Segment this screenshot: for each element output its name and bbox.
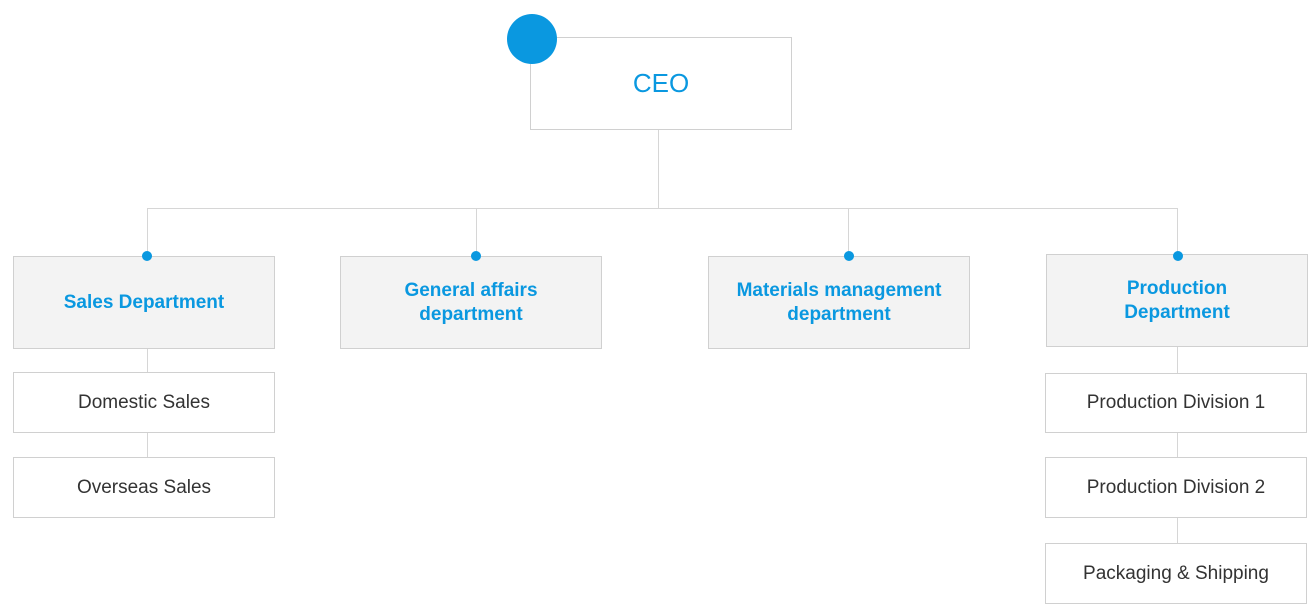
- sales-connector: [147, 208, 148, 256]
- general-affairs-department-label: General affairs department: [404, 279, 538, 325]
- general-affairs-department-node: General affairs department: [340, 256, 602, 349]
- materials-management-department-dot: [844, 251, 854, 261]
- ceo-node: CEO: [530, 37, 792, 130]
- overseas-sales-label: Overseas Sales: [76, 476, 212, 498]
- sales-sub-connector-2: [147, 432, 148, 458]
- sales-sub-connector-1: [147, 348, 148, 373]
- packaging-shipping-label: Packaging & Shipping: [1083, 562, 1269, 584]
- ceo-connector: [658, 129, 659, 209]
- domestic-sales-node: Domestic Sales: [13, 372, 275, 433]
- ceo-label: CEO: [632, 68, 690, 98]
- production-department-dot: [1173, 251, 1183, 261]
- sales-department-dot: [142, 251, 152, 261]
- production-division-2-label: Production Division 2: [1086, 476, 1266, 498]
- materials-connector: [848, 208, 849, 256]
- production-department-node: Production Department: [1046, 254, 1308, 347]
- production-sub-connector-3: [1177, 517, 1178, 544]
- domestic-sales-label: Domestic Sales: [78, 391, 210, 413]
- production-division-1-node: Production Division 1: [1045, 373, 1307, 433]
- production-division-1-label: Production Division 1: [1086, 392, 1266, 413]
- packaging-shipping-node: Packaging & Shipping: [1045, 543, 1307, 604]
- materials-management-department-label: Materials management department: [736, 279, 942, 325]
- overseas-sales-node: Overseas Sales: [13, 457, 275, 518]
- production-department-label: Production Department: [1124, 277, 1230, 323]
- production-sub-connector-1: [1177, 346, 1178, 374]
- materials-management-department-node: Materials management department: [708, 256, 970, 349]
- general-affairs-connector: [476, 208, 477, 256]
- ceo-marker-dot: [507, 14, 557, 64]
- horizontal-connector: [147, 208, 1178, 209]
- production-division-2-node: Production Division 2: [1045, 457, 1307, 518]
- sales-department-label: Sales Department: [63, 291, 225, 313]
- production-connector: [1177, 208, 1178, 256]
- general-affairs-department-dot: [471, 251, 481, 261]
- production-sub-connector-2: [1177, 432, 1178, 458]
- sales-department-node: Sales Department: [13, 256, 275, 349]
